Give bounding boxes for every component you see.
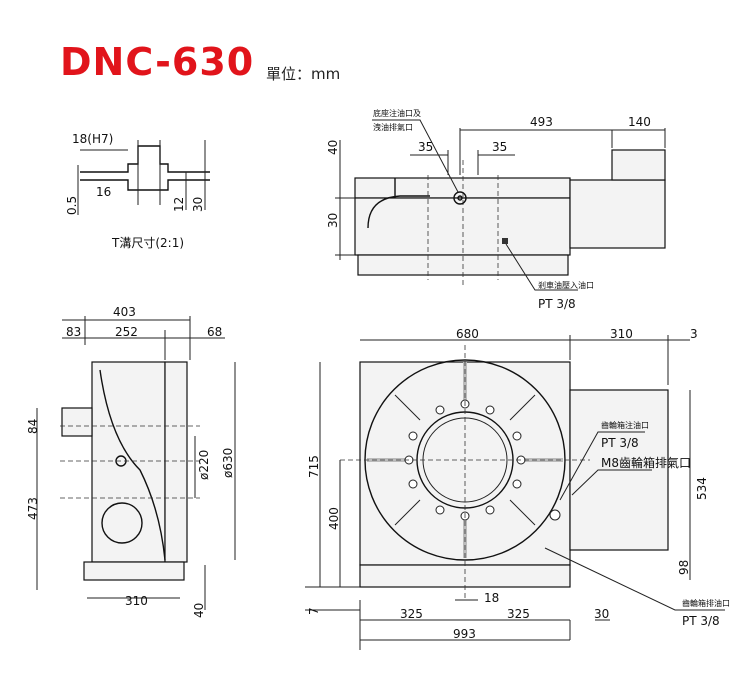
top-view: 493 140 35 35 40 30 底座注油口及 洩油排氣口 剎車油壓入油口… bbox=[326, 108, 666, 311]
dim-473: 473 bbox=[26, 497, 40, 520]
front-view: 680 310 3 715 400 534 98 7 18 325 325 30… bbox=[305, 327, 730, 650]
dim-403: 403 bbox=[113, 305, 136, 319]
dim-310: 310 bbox=[610, 327, 633, 341]
dim-18h7: 18(H7) bbox=[72, 132, 113, 146]
dim-40: 40 bbox=[326, 140, 340, 155]
tslot-caption: T溝尺寸(2:1) bbox=[111, 236, 184, 250]
dim-68: 68 bbox=[207, 325, 222, 339]
callout-gear-fill-2: PT 3/8 bbox=[601, 436, 639, 450]
dim-40: 40 bbox=[192, 603, 206, 618]
side-view: 403 83 252 68 84 473 ø220 ø630 310 40 bbox=[26, 305, 236, 618]
dim-7: 7 bbox=[307, 607, 321, 615]
callout-gear-vent: M8齒輪箱排氣口 bbox=[601, 455, 691, 470]
dim-140: 140 bbox=[628, 115, 651, 129]
tslot-detail: 18(H7) 16 0.5 12 30 T溝尺寸(2:1) bbox=[65, 132, 210, 250]
callout-oil-inlet-1: 底座注油口及 bbox=[373, 108, 421, 118]
dim-715: 715 bbox=[307, 455, 321, 478]
dim-493: 493 bbox=[530, 115, 553, 129]
dim-3: 3 bbox=[690, 327, 698, 341]
dim-35-right: 35 bbox=[492, 140, 507, 154]
dim-325-right: 325 bbox=[507, 607, 530, 621]
dim-400: 400 bbox=[327, 507, 341, 530]
callout-brake-1: 剎車油壓入油口 bbox=[538, 280, 594, 290]
callout-brake-2: PT 3/8 bbox=[538, 297, 576, 311]
callout-gear-drain-2: PT 3/8 bbox=[682, 614, 720, 628]
dim-252: 252 bbox=[115, 325, 138, 339]
dim-30: 30 bbox=[594, 607, 609, 621]
dim-dia220: ø220 bbox=[197, 450, 211, 480]
dim-12: 12 bbox=[172, 197, 186, 212]
dim-534: 534 bbox=[695, 477, 709, 500]
callout-gear-drain-1: 齒輪箱排油口 bbox=[682, 598, 730, 608]
dim-18: 18 bbox=[484, 591, 499, 605]
dim-310: 310 bbox=[125, 594, 148, 608]
model-title: DNC-630 bbox=[60, 40, 255, 84]
dim-35-left: 35 bbox=[418, 140, 433, 154]
dim-98: 98 bbox=[677, 560, 691, 575]
callout-oil-inlet-2: 洩油排氣口 bbox=[373, 122, 413, 132]
dim-993: 993 bbox=[453, 627, 476, 641]
dim-83: 83 bbox=[66, 325, 81, 339]
dim-680: 680 bbox=[456, 327, 479, 341]
unit-label: 單位：mm bbox=[266, 65, 341, 83]
dim-dia630: ø630 bbox=[221, 448, 235, 478]
dim-0.5: 0.5 bbox=[65, 196, 79, 215]
dim-16: 16 bbox=[96, 185, 111, 199]
dim-30: 30 bbox=[191, 197, 205, 212]
dim-325-left: 325 bbox=[400, 607, 423, 621]
dim-84: 84 bbox=[26, 419, 40, 434]
dim-30: 30 bbox=[326, 213, 340, 228]
callout-gear-fill-1: 齒輪箱注油口 bbox=[601, 420, 649, 430]
